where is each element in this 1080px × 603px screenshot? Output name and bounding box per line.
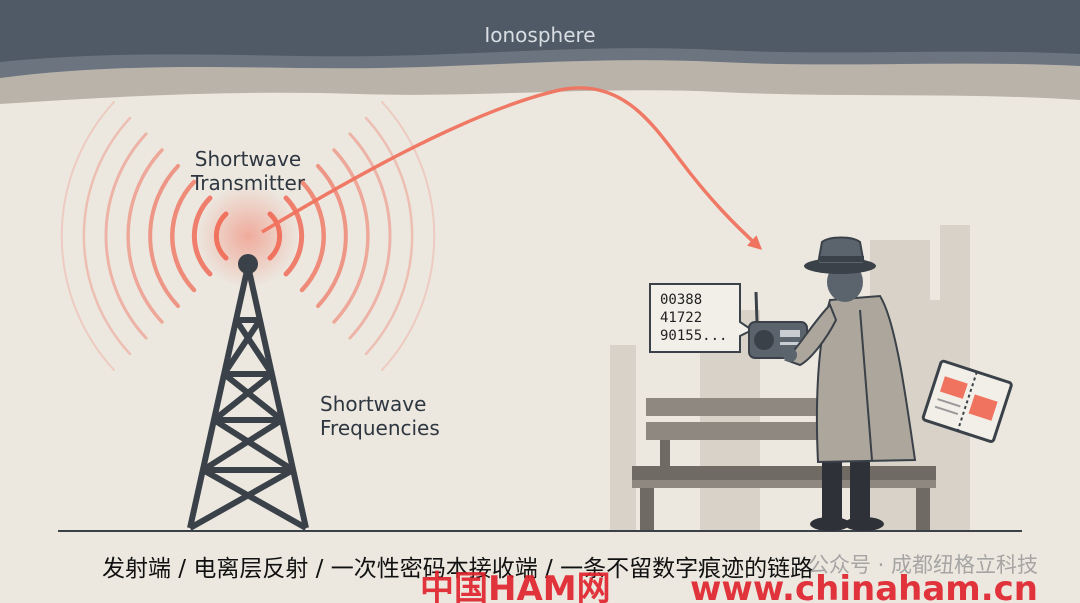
transmitter-tower (187, 254, 309, 531)
account-watermark: 公众号 · 成都纽格立科技 (808, 553, 1038, 577)
ionosphere-label: Ionosphere (484, 23, 595, 47)
site-watermark-right: www.chinaham.cn (690, 569, 1038, 603)
transmitter-label-line1: Shortwave (195, 147, 301, 171)
code-line-1: 00388 (660, 292, 702, 308)
codebook-icon (921, 359, 1013, 443)
code-bubble: 00388 41722 90155... (649, 283, 754, 353)
signal-path-arrow (261, 86, 763, 250)
ionosphere-layer: Ionosphere (0, 0, 1080, 104)
caption: 发射端 / 电离层反射 / 一次性密码本接收端 / 一条不留数字痕迹的链路 (102, 556, 813, 582)
frequencies-label-line1: Shortwave (320, 392, 426, 416)
frequencies-label-line2: Frequencies (320, 416, 440, 440)
transmitter-label-line2: Transmitter (190, 171, 306, 195)
signal-waves (60, 101, 436, 371)
site-watermark-left: 中国HAM网 (420, 569, 611, 603)
code-line-3: 90155... (660, 328, 727, 344)
spy-figure (783, 236, 917, 531)
code-line-2: 41722 (660, 310, 702, 326)
